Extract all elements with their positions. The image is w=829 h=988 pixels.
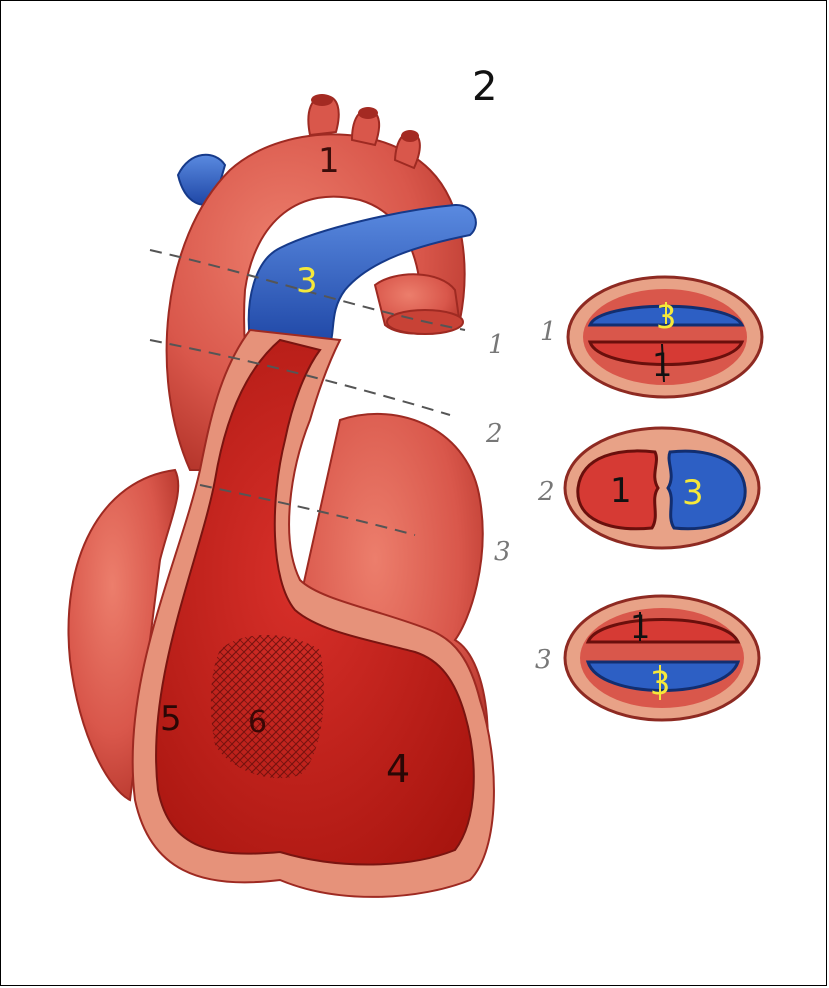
section-2-left-label: 1: [610, 471, 632, 511]
cross-section-1: 1 3 1: [540, 277, 762, 397]
label-pulmonary-trunk: 3: [296, 261, 318, 301]
section-2-right-label: 3: [682, 473, 704, 513]
septum-region: [211, 635, 324, 778]
cut-label-3a: 3: [494, 537, 511, 567]
cut-label-1a: 1: [488, 330, 505, 360]
section-1-level: 1: [540, 317, 557, 347]
label-septum: 6: [248, 705, 267, 740]
section-3-level: 3: [535, 645, 552, 675]
section-1-bottom-label: 1: [652, 346, 672, 384]
section-3-top-label: 1: [630, 608, 650, 646]
label-right-ventricle: 4: [386, 747, 410, 791]
cut-label-2a: 2: [485, 419, 503, 449]
section-3-bottom-label: 3: [650, 664, 670, 702]
label-right-atrium: 5: [160, 699, 182, 739]
section-1-top-label: 3: [656, 298, 676, 336]
cross-section-2: 2 1 3: [537, 428, 759, 548]
figure-number: 2: [472, 64, 497, 110]
section-2-level: 2: [537, 477, 555, 507]
label-aorta: 1: [318, 141, 340, 181]
cross-section-3: 3 1 3: [535, 596, 759, 720]
